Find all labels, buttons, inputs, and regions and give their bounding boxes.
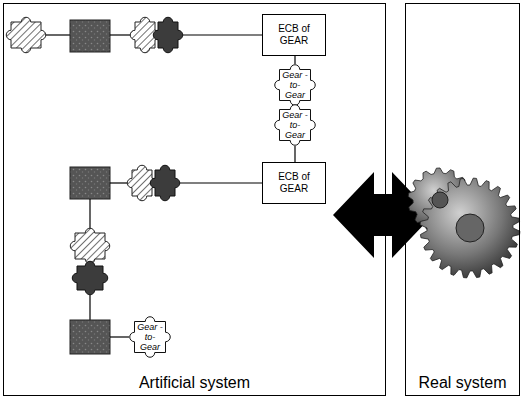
dark-block xyxy=(70,167,110,199)
connector-line xyxy=(294,146,295,162)
puzzle-outline xyxy=(130,317,170,357)
connector-line xyxy=(294,56,295,64)
node-label: ECB of GEAR xyxy=(269,171,319,195)
node-label: ECB of GEAR xyxy=(269,23,319,47)
dark-block xyxy=(70,320,110,354)
puzzle-piece: Gear -to- Gear xyxy=(274,104,316,146)
panel-title: Artificial system xyxy=(4,374,385,392)
system-panel: Artificial system ECB of GEAR Gear -to- Ge… xyxy=(3,3,386,396)
node-label: Gear -to- Gear xyxy=(281,70,309,100)
dark-puzzle-piece xyxy=(72,261,108,295)
dark-puzzle-piece xyxy=(153,17,183,53)
system-panel: Real system xyxy=(405,3,520,396)
gear-hub xyxy=(456,214,484,242)
puzzle-outline xyxy=(275,65,315,105)
link-line xyxy=(89,295,90,320)
link-line xyxy=(110,34,130,35)
dark-block xyxy=(70,20,110,52)
puzzle-outline xyxy=(275,105,315,145)
link-line xyxy=(183,34,262,35)
node-label: Gear -to- Gear xyxy=(281,110,309,140)
panel-title: Real system xyxy=(406,374,519,392)
hatched-puzzle-piece xyxy=(70,228,110,264)
link-line xyxy=(89,199,90,228)
link-line xyxy=(46,34,70,35)
puzzle-piece: Gear -to- Gear xyxy=(129,316,171,358)
link-line xyxy=(110,336,129,337)
ecb-box: ECB of GEAR xyxy=(262,14,326,56)
gear-illustration xyxy=(420,178,520,278)
puzzle-piece: Gear -to- Gear xyxy=(274,64,316,106)
dark-puzzle-piece xyxy=(150,165,180,201)
hatched-puzzle-piece xyxy=(6,17,46,53)
link-line xyxy=(110,182,127,183)
ecb-box: ECB of GEAR xyxy=(262,162,326,204)
gear-hub xyxy=(432,192,448,208)
node-label: Gear -to- Gear xyxy=(136,322,164,352)
link-line xyxy=(180,182,262,183)
